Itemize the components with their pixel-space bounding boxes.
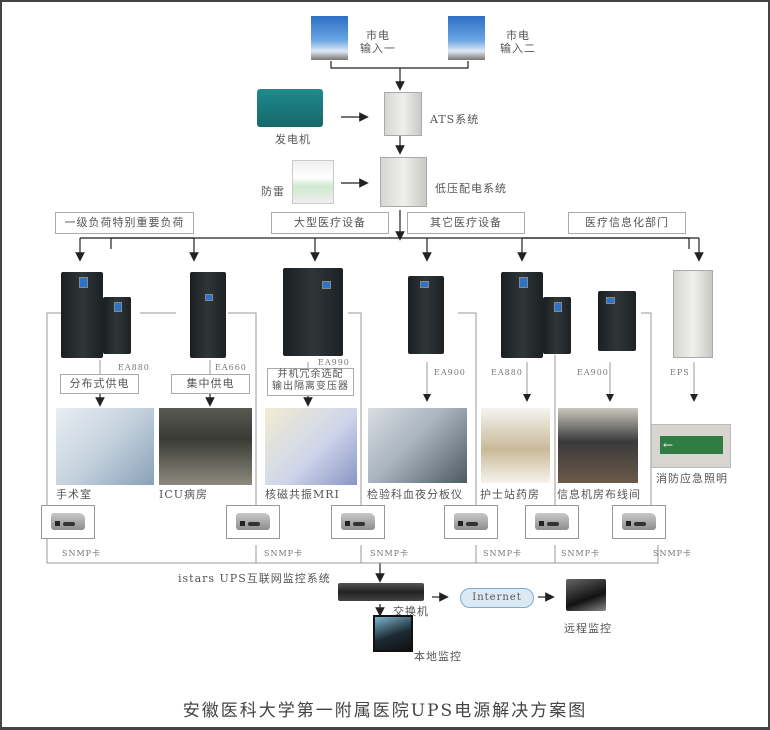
operating-room-photo bbox=[56, 408, 154, 485]
ups-model-label: EA990 bbox=[318, 358, 350, 367]
snmp-label: SNMP卡 bbox=[264, 549, 304, 558]
icu-ward-photo bbox=[159, 408, 252, 485]
snmp-label: SNMP卡 bbox=[653, 549, 693, 558]
location-label: 护士站药房 bbox=[480, 488, 540, 501]
category-large-equipment: 大型医疗设备 bbox=[271, 212, 389, 234]
surge-protector-icon bbox=[292, 160, 334, 204]
lv-distribution-label: 低压配电系统 bbox=[435, 182, 507, 195]
monitor-icon bbox=[373, 615, 413, 652]
category-medical-it: 医疗信息化部门 bbox=[568, 212, 686, 234]
snmp-label: SNMP卡 bbox=[370, 549, 410, 558]
input-2-label: 市电输入二 bbox=[500, 29, 536, 55]
ups-ea990-icon bbox=[283, 268, 343, 356]
ups-ea880-small-icon bbox=[543, 297, 571, 354]
category-critical-load: 一级负荷特别重要负荷 bbox=[55, 212, 194, 234]
snmp-card-icon bbox=[444, 505, 498, 539]
supply-mode-distributed: 分布式供电 bbox=[60, 374, 139, 394]
snmp-card-icon bbox=[226, 505, 280, 539]
nurse-station-photo bbox=[481, 408, 550, 483]
snmp-label: SNMP卡 bbox=[561, 549, 601, 558]
snmp-card-icon bbox=[525, 505, 579, 539]
monitoring-system-label: istars UPS互联网监控系统 bbox=[178, 572, 331, 585]
distribution-bus bbox=[110, 237, 690, 249]
ups-ea880-large-icon bbox=[61, 272, 103, 358]
snmp-label: SNMP卡 bbox=[62, 549, 102, 558]
ups-model-label: EA900 bbox=[434, 368, 466, 377]
location-label: 检验科血夜分板仪 bbox=[367, 488, 463, 501]
ups-model-label: EPS bbox=[670, 368, 690, 377]
ups-model-label: EA660 bbox=[215, 363, 247, 372]
network-switch-icon bbox=[338, 583, 424, 601]
lightning-label: 防雷 bbox=[261, 185, 285, 198]
power-tower-icon bbox=[448, 16, 485, 60]
ups-ea880-small-icon bbox=[103, 297, 131, 354]
location-label: 信息机房布线间 bbox=[557, 488, 641, 501]
internet-cloud-icon: Internet bbox=[460, 588, 534, 608]
ats-label: ATS系统 bbox=[430, 113, 480, 126]
emergency-exit-sign-photo: ← bbox=[651, 424, 731, 468]
remote-monitor-label: 远程监控 bbox=[564, 622, 612, 635]
generator-icon bbox=[257, 89, 323, 127]
supply-mode-centralized: 集中供电 bbox=[171, 374, 250, 394]
ups-model-label: EA880 bbox=[118, 363, 150, 372]
snmp-label: SNMP卡 bbox=[483, 549, 523, 558]
local-monitor-label: 本地监控 bbox=[414, 650, 462, 663]
lv-distribution-icon bbox=[380, 157, 427, 207]
ups-model-label: EA900 bbox=[577, 368, 609, 377]
input-merge-line bbox=[330, 61, 469, 69]
mri-room-photo bbox=[265, 408, 357, 485]
generator-label: 发电机 bbox=[275, 133, 311, 146]
ats-cabinet-icon bbox=[384, 92, 422, 136]
ups-model-label: EA880 bbox=[491, 368, 523, 377]
category-other-equipment: 其它医疗设备 bbox=[407, 212, 525, 234]
snmp-card-icon bbox=[331, 505, 385, 539]
laptop-icon bbox=[566, 579, 606, 611]
diagram-title: 安徽医科大学第一附属医院UPS电源解决方案图 bbox=[182, 701, 588, 721]
ups-ea900-icon bbox=[408, 276, 444, 354]
eps-cabinet-icon bbox=[673, 270, 713, 358]
location-label: ICU病房 bbox=[159, 488, 209, 501]
snmp-card-icon bbox=[612, 505, 666, 539]
input-1-label: 市电输入一 bbox=[360, 29, 396, 55]
location-label: 核磁共振MRI bbox=[265, 488, 340, 501]
location-label: 手术室 bbox=[56, 488, 92, 501]
ups-ea880-large-icon bbox=[501, 272, 543, 358]
exit-arrow-icon: ← bbox=[660, 436, 723, 454]
location-label: 消防应急照明 bbox=[656, 472, 728, 485]
power-tower-icon bbox=[311, 16, 348, 60]
ups-ea660-icon bbox=[190, 272, 226, 358]
ea990-option-note: 并机冗余选配输出隔离变压器 bbox=[267, 368, 354, 396]
snmp-card-icon bbox=[41, 505, 95, 539]
switch-label: 交换机 bbox=[393, 605, 429, 618]
lab-photo bbox=[368, 408, 467, 483]
ups-ea900-icon bbox=[598, 291, 636, 351]
server-room-photo bbox=[558, 408, 638, 483]
